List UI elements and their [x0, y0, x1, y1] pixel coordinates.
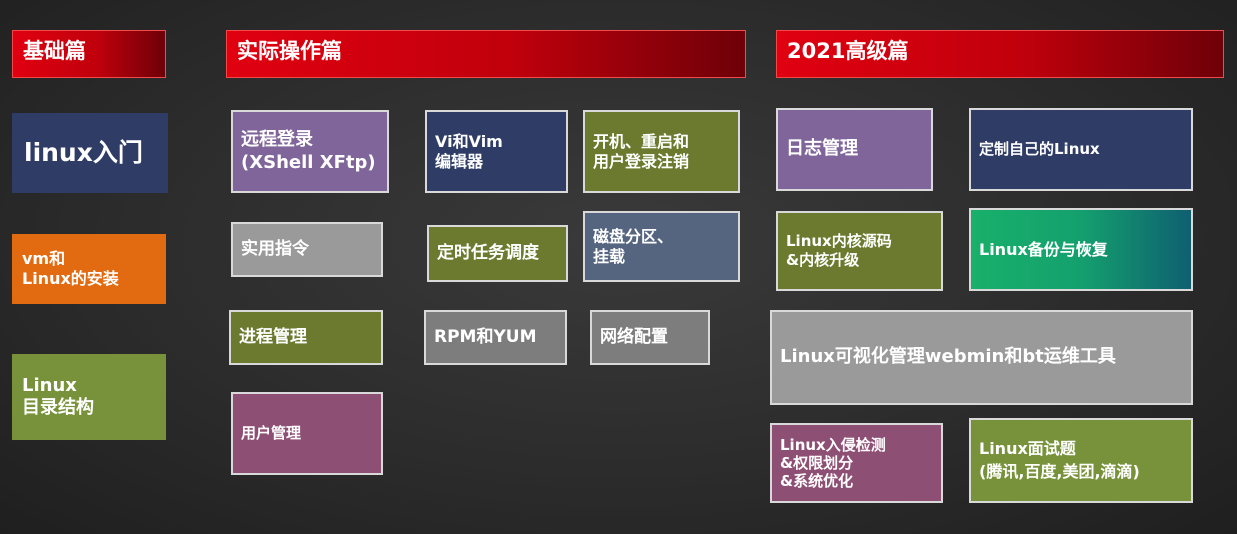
header-basic: 基础篇: [12, 30, 166, 78]
topic-label: RPM和YUM: [434, 326, 537, 347]
topic-webmin[interactable]: Linux可视化管理webmin和bt运维工具: [770, 310, 1193, 405]
header-advanced: 2021高级篇: [776, 30, 1224, 78]
topic-label: Linux 目录结构: [22, 374, 94, 419]
topic-label: 开机、重启和 用户登录注销: [593, 131, 690, 171]
topic-label: 定制自己的Linux: [979, 140, 1100, 159]
topic-label: linux入门: [24, 138, 143, 168]
topic-label: Linux可视化管理webmin和bt运维工具: [780, 346, 1116, 368]
topic-label: 日志管理: [786, 138, 858, 160]
topic-boot-login[interactable]: 开机、重启和 用户登录注销: [583, 110, 740, 193]
topic-custom-linux[interactable]: 定制自己的Linux: [969, 108, 1193, 191]
topic-label: 远程登录 (XShell XFtp): [241, 129, 376, 173]
topic-disk-partition[interactable]: 磁盘分区、 挂载: [583, 211, 740, 282]
topic-remote-login[interactable]: 远程登录 (XShell XFtp): [231, 110, 389, 193]
topic-network[interactable]: 网络配置: [590, 310, 710, 365]
topic-security[interactable]: Linux入侵检测 &权限划分 &系统优化: [770, 423, 943, 503]
topic-kernel[interactable]: Linux内核源码 &内核升级: [776, 211, 943, 291]
topic-label: 磁盘分区、 挂载: [593, 226, 674, 266]
topic-label: 网络配置: [600, 326, 668, 347]
topic-label: Vi和Vim 编辑器: [435, 131, 503, 171]
topic-label: 用户管理: [241, 424, 302, 443]
topic-label: 实用指令: [241, 238, 309, 259]
topic-label: 定时任务调度: [437, 242, 539, 263]
topic-label: Linux备份与恢复: [979, 239, 1108, 259]
topic-interview[interactable]: Linux面试题 (腾讯,百度,美团,滴滴): [969, 418, 1193, 503]
topic-vm-install[interactable]: vm和 Linux的安装: [12, 234, 166, 304]
topic-dir-structure[interactable]: Linux 目录结构: [12, 354, 166, 440]
topic-label: Linux面试题 (腾讯,百度,美团,滴滴): [979, 439, 1140, 481]
topic-label: Linux内核源码 &内核升级: [786, 232, 892, 269]
header-practice: 实际操作篇: [226, 30, 746, 78]
topic-rpm-yum[interactable]: RPM和YUM: [424, 310, 567, 365]
topic-commands[interactable]: 实用指令: [231, 222, 383, 277]
topic-backup[interactable]: Linux备份与恢复: [969, 208, 1193, 291]
topic-label: Linux入侵检测 &权限划分 &系统优化: [780, 436, 886, 490]
topic-linux-intro[interactable]: linux入门: [12, 113, 168, 193]
topic-process[interactable]: 进程管理: [229, 310, 383, 365]
topic-user-mgmt[interactable]: 用户管理: [231, 392, 383, 475]
topic-logs[interactable]: 日志管理: [776, 108, 933, 191]
topic-label: vm和 Linux的安装: [22, 249, 119, 288]
topic-vi-vim[interactable]: Vi和Vim 编辑器: [425, 110, 568, 193]
topic-label: 进程管理: [239, 326, 307, 347]
topic-cron[interactable]: 定时任务调度: [427, 225, 568, 282]
